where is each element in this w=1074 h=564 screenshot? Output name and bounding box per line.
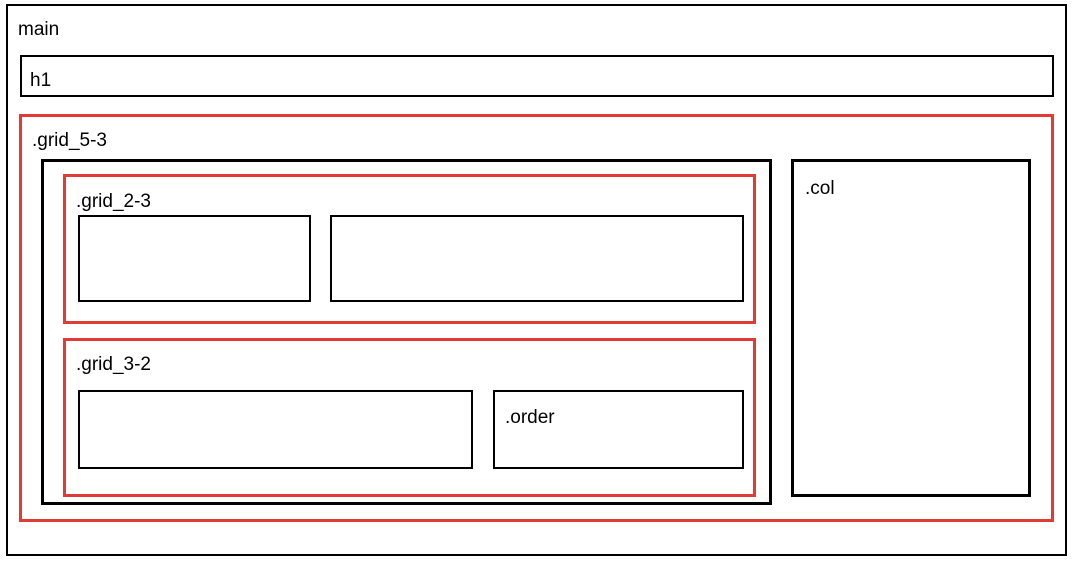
col-column xyxy=(791,159,1031,497)
grid-5-3-label: .grid_5-3 xyxy=(32,130,107,151)
order-label: .order xyxy=(505,407,555,428)
grid-5-3-container xyxy=(19,114,1054,522)
h1-box xyxy=(20,55,1054,97)
col-label: .col xyxy=(805,178,835,199)
grid-3-2-cell-1 xyxy=(78,390,473,469)
main-container xyxy=(6,4,1067,556)
grid-2-3-cell-2 xyxy=(330,215,744,302)
grid-2-3-cell-1 xyxy=(78,215,311,302)
grid-2-3-label: .grid_2-3 xyxy=(76,191,151,212)
grid-3-2-label: .grid_3-2 xyxy=(76,354,151,375)
grid-5-3-left-column xyxy=(41,159,772,505)
order-cell xyxy=(493,390,744,469)
grid-3-2-container xyxy=(63,338,756,497)
grid-2-3-container xyxy=(63,174,756,324)
main-label: main xyxy=(18,19,60,40)
h1-label: h1 xyxy=(30,70,52,91)
